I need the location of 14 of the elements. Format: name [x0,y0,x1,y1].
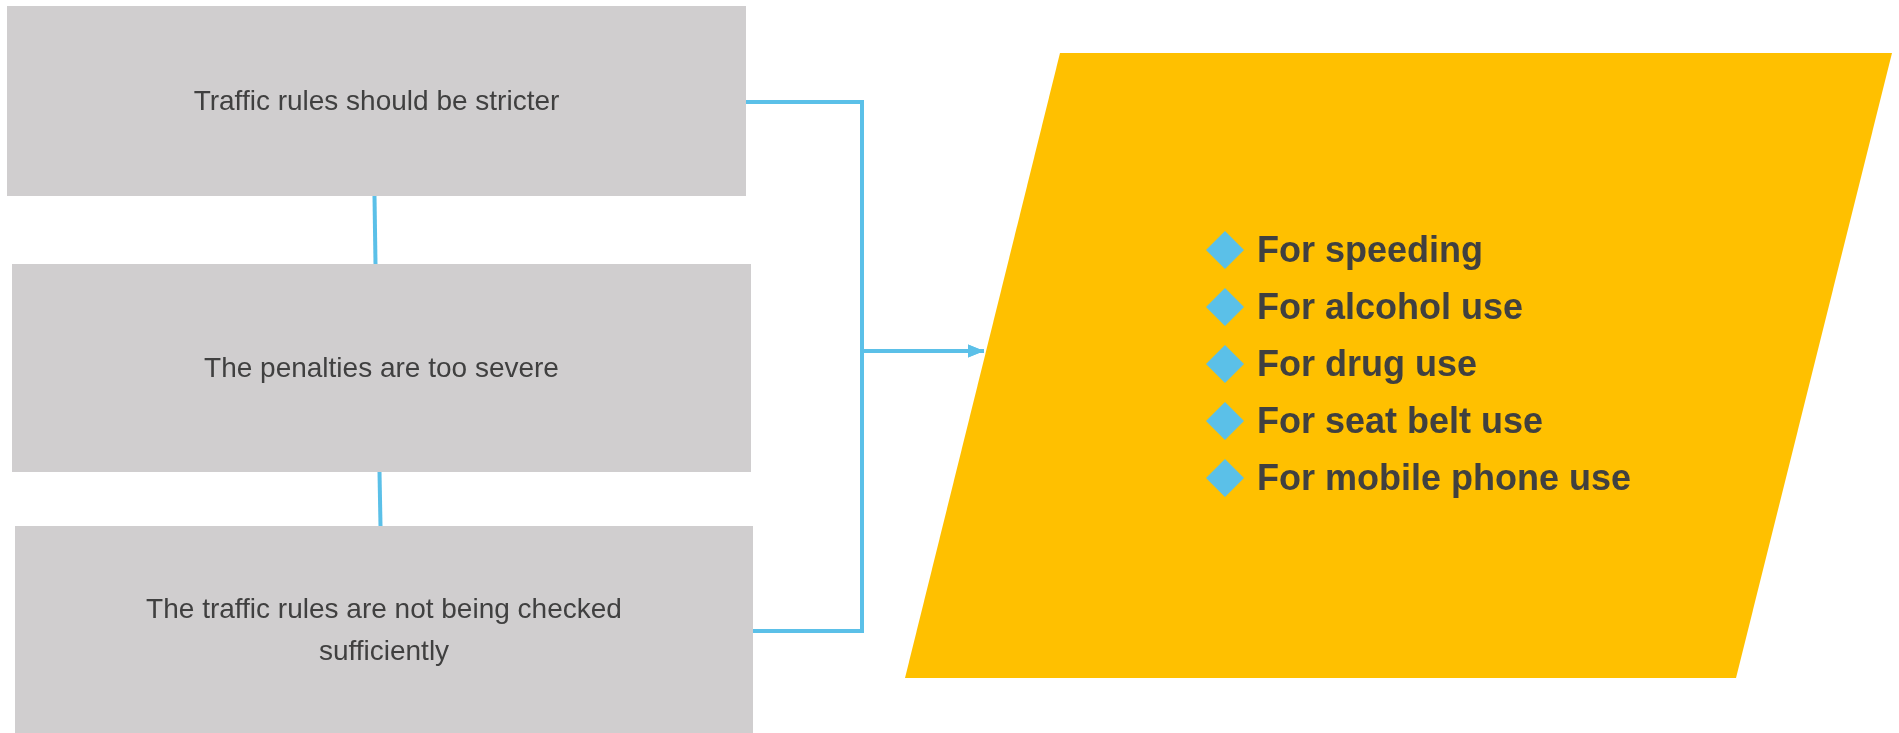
list-item-text: For drug use [1257,342,1477,385]
box-text: The penalties are too severe [204,351,559,385]
connector-line [377,471,383,527]
text-box [12,264,751,472]
list-item-text: For speeding [1257,228,1484,271]
box-text: The traffic rules are not being checked sufficiently [145,591,623,668]
parallelogram-shape [905,53,1892,678]
list-item-text: For alcohol use [1257,285,1524,328]
list-item-text: For mobile phone use [1257,456,1632,499]
text-box [7,6,746,196]
connector-line [372,195,378,265]
box-text: Traffic rules should be stricter [193,84,560,118]
list-item-text: For seat belt use [1257,399,1544,442]
text-box [15,526,753,733]
